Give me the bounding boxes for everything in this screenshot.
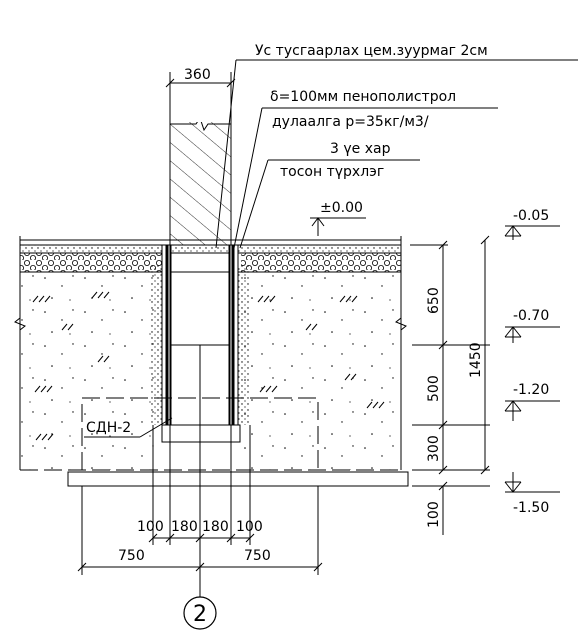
waterproofing-leader — [215, 59, 237, 249]
axis-bubble — [183, 596, 217, 630]
svg-text:-1.50: -1.50 — [513, 500, 549, 516]
level-zero-label: ±0.00 — [320, 200, 363, 216]
insulation-note-2: дулаалга р=35кг/м3/ — [272, 114, 429, 130]
wall-break-clear — [171, 84, 230, 122]
dim-1450: 1450 — [468, 342, 484, 378]
soil-fill-right — [241, 272, 401, 470]
wall-break-line — [170, 116, 231, 132]
dim-left-180: 180 — [171, 519, 198, 535]
dim-650: 650 — [426, 287, 442, 314]
dim-left-100: 100 — [137, 519, 164, 535]
insulation-leader — [231, 107, 263, 259]
gravel-layer-left — [20, 253, 162, 272]
wall-hatch — [170, 120, 231, 245]
backfill-right — [238, 265, 250, 425]
backfill-left — [150, 265, 162, 425]
backfill-note-2: тосон түрхлэг — [280, 164, 384, 180]
level-marker-2: -0.70 — [504, 308, 560, 343]
foundation-wall-upper — [170, 244, 230, 346]
dim-right-180: 180 — [202, 519, 229, 535]
dim-wall-width: 360 — [184, 67, 211, 83]
svg-text:-1.20: -1.20 — [513, 382, 549, 398]
level-marker-1: -0.05 — [504, 208, 560, 240]
dim-right-100: 100 — [236, 519, 263, 535]
svg-text:-0.05: -0.05 — [513, 208, 549, 224]
dim-500: 500 — [426, 375, 442, 402]
waterproofing-note: Ус тусгаарлах цем.зуурмаг 2см — [255, 43, 488, 59]
break-mark-right — [395, 317, 407, 331]
level-marker-3: -1.20 — [504, 382, 560, 421]
axis-marker-label: 2 — [193, 602, 207, 627]
dim-ticks-row1 — [148, 533, 255, 543]
soil-fill-left — [20, 272, 162, 470]
dim-100: 100 — [426, 501, 442, 528]
soil-hatch-marks — [32, 291, 385, 441]
svg-text:-0.70: -0.70 — [513, 308, 549, 324]
level-zero-arrow — [311, 217, 325, 236]
break-mark-left — [14, 317, 26, 331]
beam-leader — [139, 417, 173, 438]
backfill-leader — [239, 159, 269, 249]
base-slab — [67, 471, 409, 487]
insulation-note-1: δ=100мм пенополистрол — [270, 89, 456, 105]
dim-ticks-total — [480, 235, 490, 475]
gravel-layer-right — [241, 253, 401, 272]
dim-right-750: 750 — [244, 548, 271, 564]
level-marker-4: -1.50 — [504, 472, 560, 516]
dim-ticks-row2 — [77, 562, 323, 572]
dim-left-750: 750 — [118, 548, 145, 564]
beam-mark-label: СДН-2 — [86, 420, 131, 436]
screed-layer — [20, 245, 400, 253]
beam-outline — [81, 397, 319, 470]
dim-ticks-left — [438, 240, 448, 491]
backfill-note-1: 3 үе хар — [330, 141, 391, 157]
footing-pad — [161, 424, 241, 443]
dim-300: 300 — [426, 435, 442, 462]
